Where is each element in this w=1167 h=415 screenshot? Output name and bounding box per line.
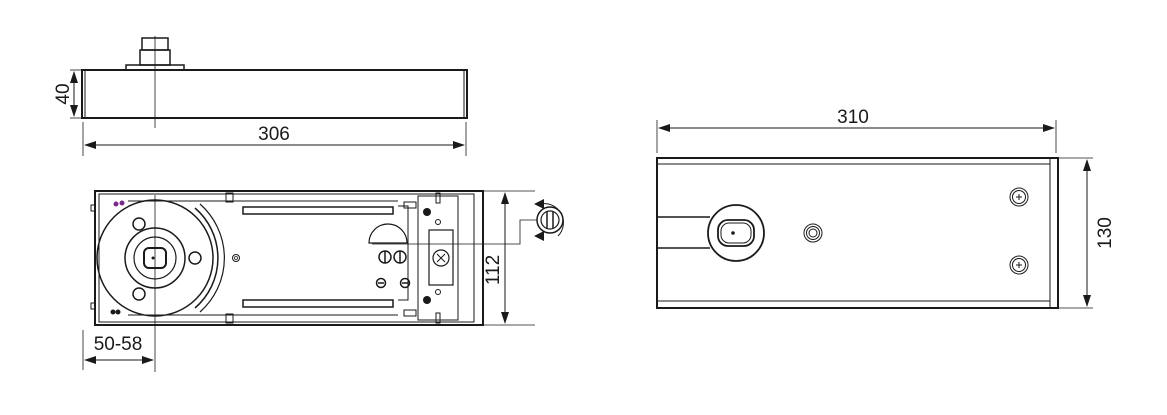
end-block	[417, 192, 459, 324]
spring-slot-bottom	[242, 299, 394, 308]
screw-top-icon	[1009, 187, 1029, 207]
dim-width-112: 112	[483, 255, 504, 285]
dim-width-130: 130	[1095, 217, 1116, 249]
rotation-symbol-icon	[372, 199, 564, 245]
adjustment-valves	[368, 223, 411, 289]
spring-slot-top	[242, 206, 394, 215]
cam-disc	[96, 199, 225, 317]
adjustment-screw-icon	[432, 249, 450, 267]
accent-dot	[113, 201, 119, 207]
dim-length-310: 310	[837, 107, 869, 128]
side-view: 40 306	[53, 36, 468, 156]
arm	[658, 216, 710, 249]
screw-bottom-icon	[1009, 255, 1029, 275]
plan-view-internal: 112 50-58	[82, 190, 564, 372]
dim-length-306: 306	[258, 124, 290, 145]
dim-height-40: 40	[53, 83, 74, 104]
cover-plate-view: 310 130	[656, 107, 1116, 309]
speed-indicator-icon	[368, 223, 408, 244]
closer-body-side	[81, 69, 468, 119]
dim-spindle-offset: 50-58	[94, 334, 143, 355]
cover-plate	[656, 157, 1059, 309]
closer-body-plan	[94, 190, 484, 326]
screw-center-icon	[803, 223, 823, 243]
spindle-cover	[707, 204, 765, 262]
